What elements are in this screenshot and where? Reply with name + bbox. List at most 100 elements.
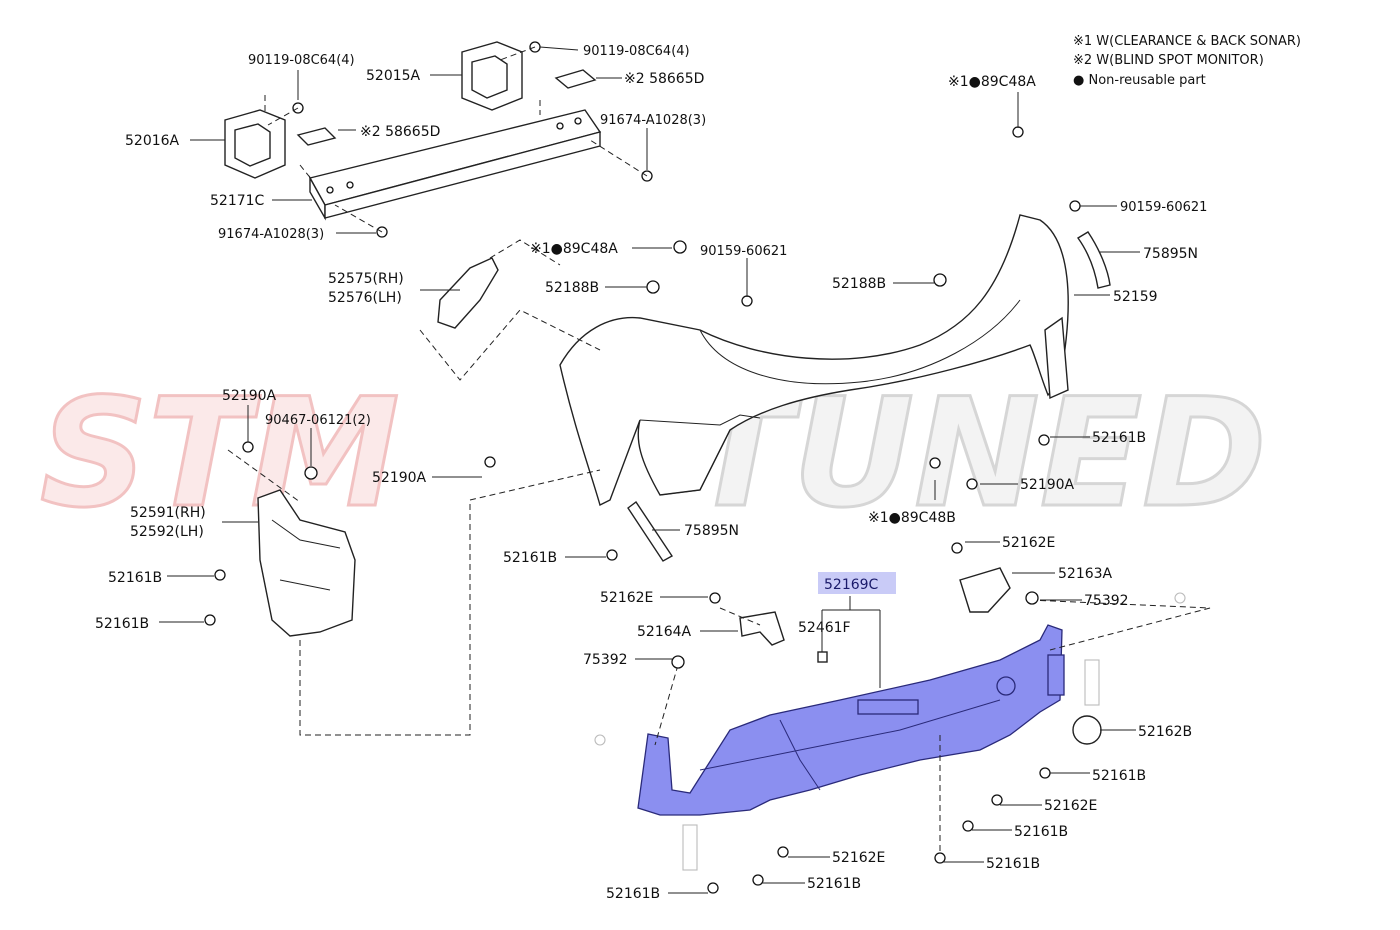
sensor-cover-right: [554, 69, 597, 89]
legend: ※1 W(CLEARANCE & BACK SONAR) ※2 W(BLIND …: [1073, 34, 1301, 88]
side-retainer: [419, 239, 601, 381]
cap-52162b: [1072, 715, 1102, 745]
diffuser-right-end: [1047, 654, 1065, 696]
label-52188b-left: 52188B: [545, 280, 599, 296]
callout-leaders: [159, 46, 1140, 894]
label-52161b-lower-5: 52161B: [606, 886, 660, 902]
label-52161b-lower-2: 52161B: [1014, 824, 1068, 840]
part-labels: 90119-08C64(4) 90119-08C64(4) 52015A ※2 …: [95, 44, 1207, 902]
side-bracket-body: [257, 489, 356, 637]
rear-bumper-cover: [559, 214, 1111, 562]
clip-icon: [966, 478, 978, 490]
label-91674-a1028-right: 91674-A1028(3): [600, 113, 706, 128]
clips: [204, 126, 1186, 894]
clip-icon: [242, 441, 254, 453]
ghost-reflector-left: [682, 824, 698, 871]
bumper-lower-edge: [659, 429, 731, 496]
bracket-52163a: [959, 567, 1011, 613]
assembly-lines: [264, 46, 648, 233]
ghost-clip-icon: [594, 734, 606, 746]
bumper-lower-line: [639, 414, 761, 426]
clip-icon: [484, 456, 496, 468]
bar-hole: [574, 117, 582, 125]
clip-icon: [671, 655, 685, 669]
legend-line-3: ● Non-reusable part: [1073, 73, 1206, 88]
label-52461f: 52461F: [798, 620, 851, 636]
label-52162e-left: 52162E: [600, 590, 653, 606]
label-52162b: 52162B: [1138, 724, 1192, 740]
label-52171c: 52171C: [210, 193, 265, 209]
clip-icon: [646, 280, 660, 294]
side-retainer-bracket: [437, 257, 499, 329]
label-75392-right: 75392: [1084, 593, 1129, 609]
label-52592-lh: 52592(LH): [130, 524, 204, 540]
label-52162e-lower-1: 52162E: [1044, 798, 1097, 814]
label-52016a: 52016A: [125, 133, 180, 149]
label-52190a-top: 52190A: [222, 388, 277, 404]
label-90159-60621-right: 90159-60621: [1120, 200, 1207, 215]
label-52161b-mid: 52161B: [503, 550, 557, 566]
clip-icon: [606, 549, 618, 561]
clip-icon: [673, 240, 687, 254]
bumper-cover-outline: [559, 214, 1069, 507]
label-52161b-left-1: 52161B: [108, 570, 162, 586]
label-52575-rh: 52575(RH): [328, 271, 404, 287]
clip-icon: [709, 592, 721, 604]
clip-icon: [741, 295, 753, 307]
clip-icon: [707, 882, 719, 894]
label-52161b-left-2: 52161B: [95, 616, 149, 632]
lower-diffuser-ribs: [699, 699, 1001, 791]
clip-icon: [933, 273, 947, 287]
legend-line-1: ※1 W(CLEARANCE & BACK SONAR): [1073, 34, 1301, 49]
legend-line-2: ※2 W(BLIND SPOT MONITOR): [1073, 53, 1264, 68]
label-52161b-lower-3: 52161B: [986, 856, 1040, 872]
clip-icon: [962, 820, 974, 832]
bar-hole: [346, 181, 354, 189]
label-52591-rh: 52591(RH): [130, 505, 206, 521]
label-75392-left: 75392: [583, 652, 628, 668]
clip-icon: [1025, 591, 1039, 605]
label-89c48b: ※1●89C48B: [868, 510, 956, 526]
clip-icon: [752, 874, 764, 886]
ghost-reflector-right: [1084, 659, 1100, 706]
clip-icon: [1039, 767, 1051, 779]
label-52015a: 52015A: [366, 68, 421, 84]
diffuser-sonar-hole: [996, 676, 1016, 696]
diffuser-dash-lines: [654, 599, 1211, 860]
clip-icon: [777, 846, 789, 858]
label-52159: 52159: [1113, 289, 1158, 305]
label-91674-a1028-left: 91674-A1028(3): [218, 227, 324, 242]
label-52161b-lower-1: 52161B: [1092, 768, 1146, 784]
sensor-cover-left: [296, 127, 337, 146]
label-52169c: 52169C: [824, 577, 879, 593]
label-90159-60621-mid: 90159-60621: [700, 244, 787, 259]
crash-box-right-inner: [471, 55, 508, 99]
molding-strip-bottom: [627, 500, 674, 562]
label-75895n-bottom: 75895N: [684, 523, 739, 539]
lower-diffuser-52169c: [637, 567, 1211, 871]
label-52161b-right-top: 52161B: [1092, 430, 1146, 446]
clip-icon: [1038, 434, 1050, 446]
label-58665d-left: ※2 58665D: [360, 124, 440, 140]
bumper-crease: [699, 299, 1021, 385]
label-52576-lh: 52576(LH): [328, 290, 402, 306]
side-bracket-dash-lines: [227, 449, 601, 736]
clip-icon: [214, 569, 226, 581]
clip-icon: [1069, 200, 1081, 212]
label-52161b-lower-4: 52161B: [807, 876, 861, 892]
clip-icon: [204, 614, 216, 626]
label-89c48a-mid: ※1●89C48A: [530, 241, 618, 257]
label-89c48a-top: ※1●89C48A: [948, 74, 1036, 90]
nut-52461f: [817, 651, 828, 663]
clip-icon: [991, 794, 1003, 806]
label-75895n-top: 75895N: [1143, 246, 1198, 262]
label-52162e-lower-2: 52162E: [832, 850, 885, 866]
label-52190a-right: 52190A: [1020, 477, 1075, 493]
clip-icon: [929, 457, 941, 469]
bumper-reinforcement-group: [224, 41, 653, 238]
side-bracket-ribs: [271, 519, 341, 591]
label-52190a-mid: 52190A: [372, 470, 427, 486]
bar-hole: [556, 122, 564, 130]
